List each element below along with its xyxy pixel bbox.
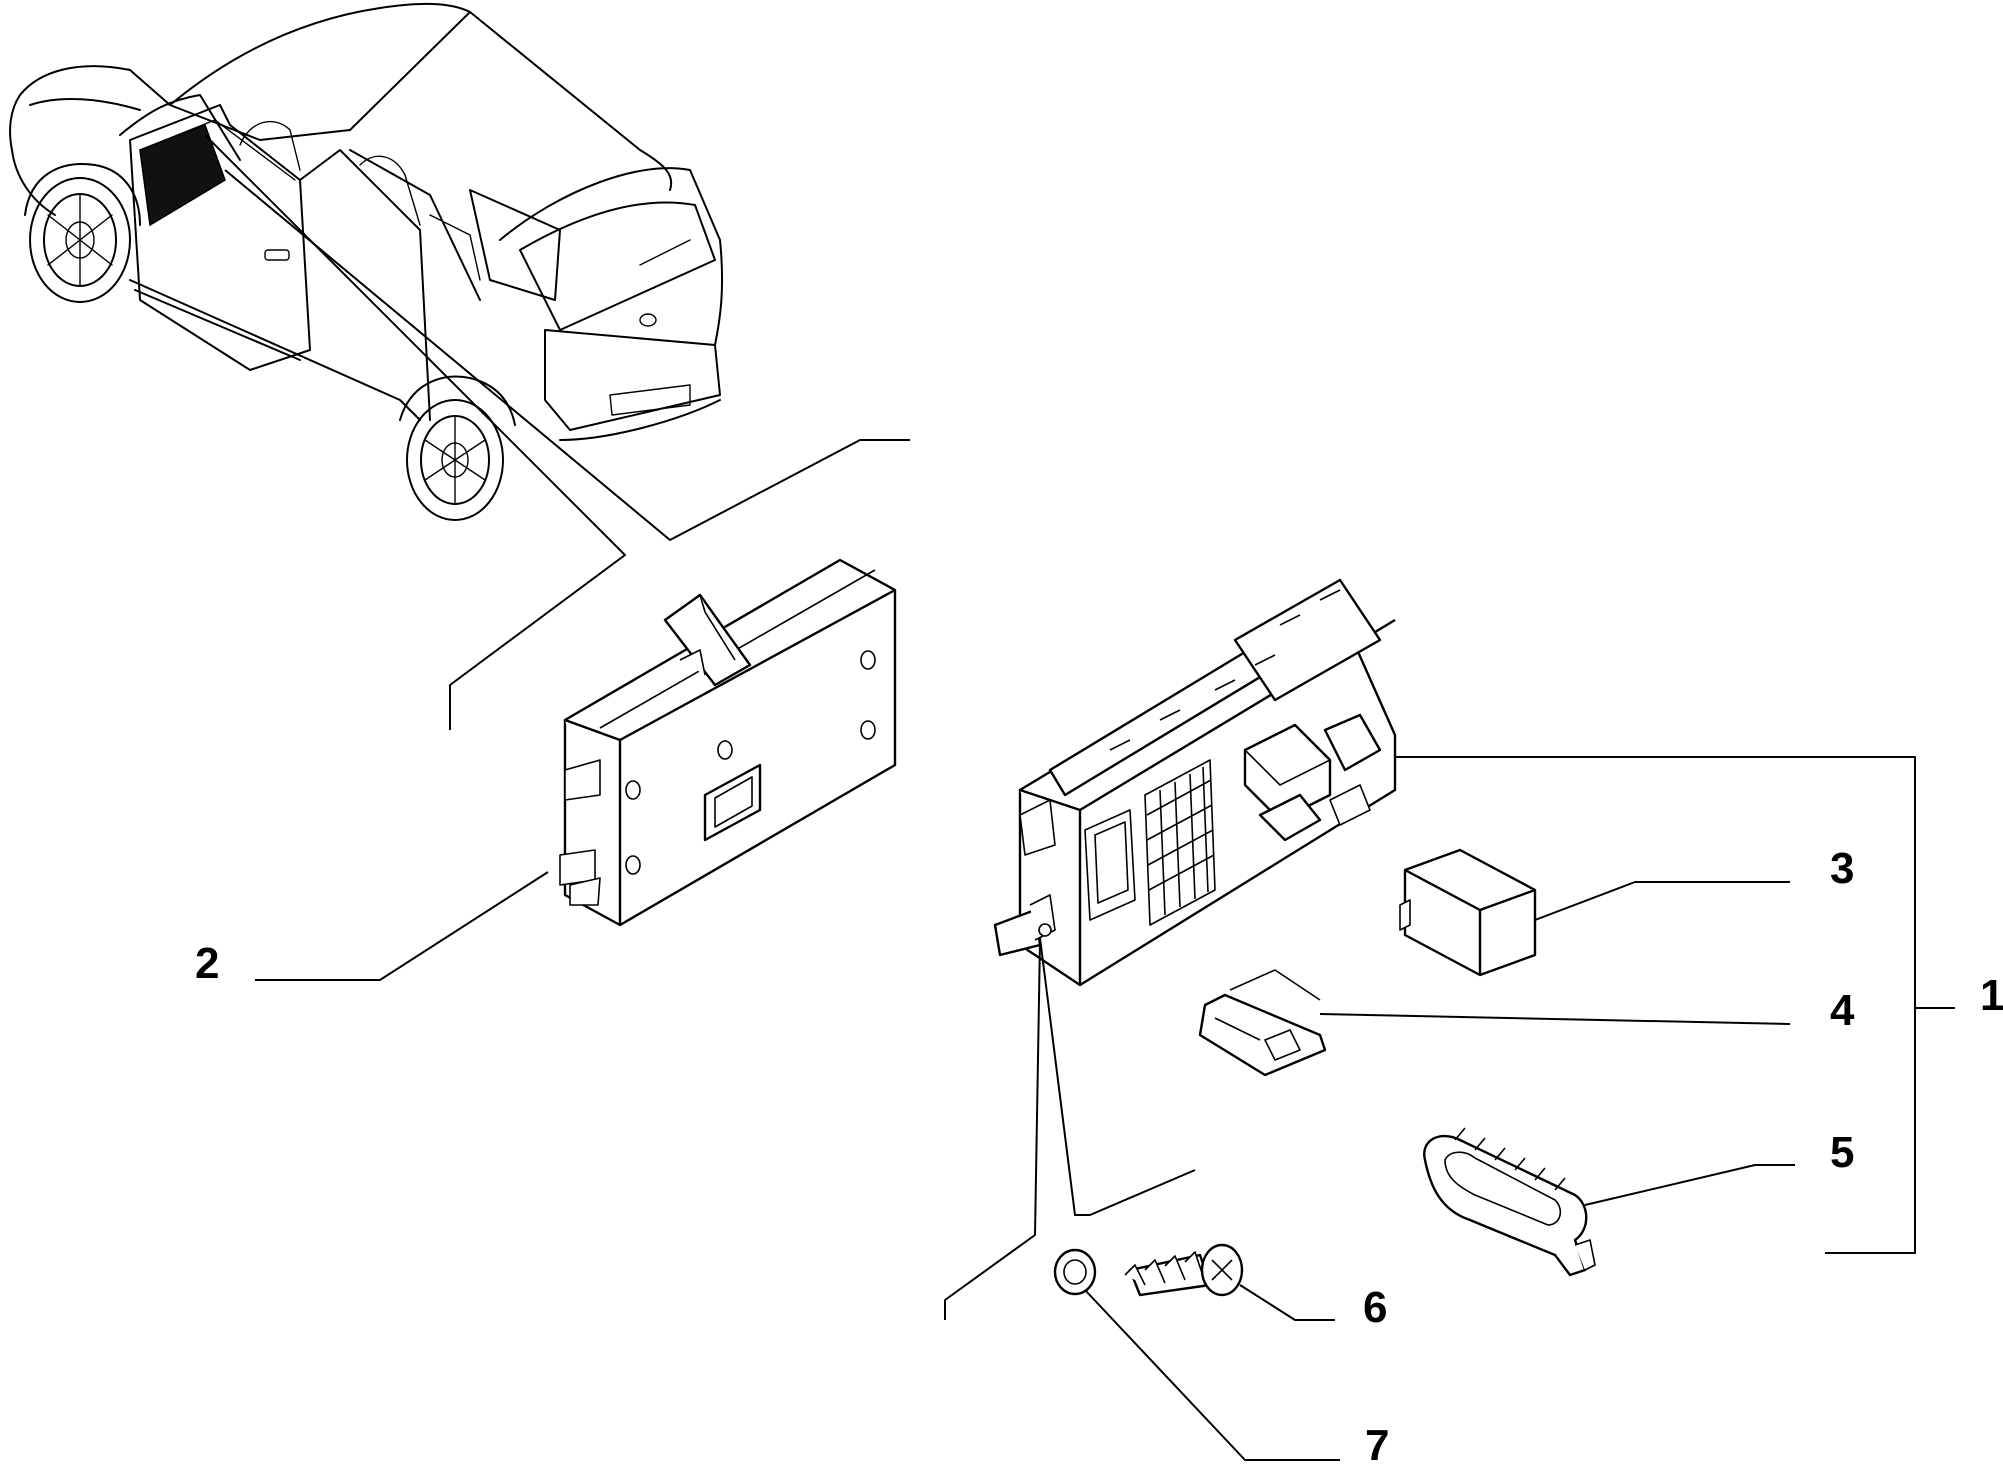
fuse-box-unit — [993, 578, 1397, 987]
callout-labels: 1 2 3 4 5 6 7 — [195, 844, 2003, 1464]
relay-part — [1399, 848, 1537, 977]
callout-1: 1 — [1980, 971, 2003, 1020]
blade-fuse-part — [1198, 969, 1327, 1077]
callout-7: 7 — [1365, 1421, 1389, 1464]
vehicle-leader-lines — [204, 134, 910, 730]
callout-3: 3 — [1830, 844, 1854, 893]
callout-6: 6 — [1363, 1283, 1387, 1332]
screw-part — [1124, 1243, 1244, 1297]
fuse-box-leader-lines — [944, 937, 1196, 1320]
callout-leader-lines — [255, 756, 1955, 1461]
callout-4: 4 — [1830, 986, 1855, 1035]
washer-part — [1053, 1248, 1097, 1296]
fuse-grid — [1144, 759, 1216, 926]
body-computer-unit — [559, 558, 897, 927]
body-computer-location-highlight — [139, 124, 226, 227]
vehicle-illustration — [9, 2, 724, 521]
connector-part — [1423, 1127, 1596, 1277]
callout-5: 5 — [1830, 1128, 1854, 1177]
callout-2: 2 — [195, 939, 219, 988]
